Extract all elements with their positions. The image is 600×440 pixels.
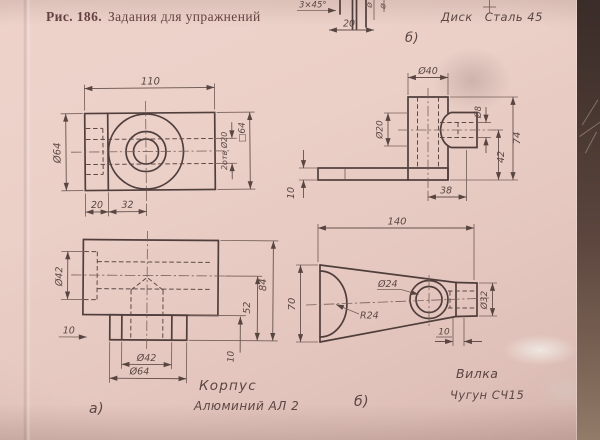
dim-d40: Ø40 [417,66,438,77]
vilka-bottom-edge [319,315,457,343]
disk-fragment-drawing: 3×45° 20 Ø Ø [297,0,496,33]
dim-line-84 [270,240,276,341]
dim-20: 20 [91,200,103,211]
vilka-letter-label: б) [354,394,370,410]
dim-d64-bottom: Ø64 [129,366,150,377]
dim-holes: 2отв Ø20 [219,132,229,170]
korpus-front-view-drawing: Ø42 10 Ø42 Ø64 84 52 10 [54,230,279,384]
page-edge-line [584,131,598,154]
hidden-bore-line [97,288,212,290]
centerline-vertical [145,101,147,205]
dim-70: 70 [287,298,298,311]
figure-title: Задания для упражнений [108,9,261,24]
dim-74: 74 [512,132,523,145]
book-edge-strip [577,0,600,440]
dim-chamfer: 3×45° [299,1,327,11]
hub-top [455,281,478,284]
hidden-slot [83,251,98,301]
korpus-material-label: Алюминий АЛ 2 [194,399,300,413]
page-edge-line [581,99,599,126]
leader-r24 [335,304,360,315]
page-edge-highlight [576,0,577,440]
dim-32: 32 [121,200,133,211]
korpus-front-foot [108,313,188,342]
centerline-horizontal [71,274,232,277]
dim-line-110 [84,84,215,92]
vilka-drawing: R24 Ø24 140 70 Ø32 10 [287,217,497,346]
korpus-top-view-drawing: 110 Ø64 20 32 2отв Ø20 □64 [51,76,256,217]
dim-d20: Ø20 [375,120,386,140]
dim-r24: R24 [360,311,379,322]
dim-10-left: 10 [63,325,75,336]
dim-10: 10 [438,328,450,338]
disk-name: Диск [441,10,473,24]
dim-d42-bottom: Ø42 [136,353,157,364]
dim-38: 38 [440,186,452,197]
dim-line-d64 [63,113,69,191]
vilka-semicircle [319,270,348,338]
bracket-base [317,167,449,181]
dim-110: 110 [141,76,160,87]
hidden-slot [85,127,104,176]
dim-d64: Ø64 [51,142,63,164]
dim-52: 52 [242,302,253,314]
dim-20: 20 [343,19,355,30]
disk-material: Сталь 45 [484,10,543,24]
vilka-name-label: Вилка [456,366,499,381]
dim-partial-dia: Ø [365,1,374,10]
korpus-letter-label: а) [89,401,105,417]
bracket-drawing: Ø40 Ø20 Ø8 74 42 38 10 [286,66,523,201]
dim-140: 140 [387,217,406,228]
figure-caption: Рис. 186. Задания для упражнений [46,9,261,25]
ext-line [188,339,278,342]
centerline-horizontal [305,297,490,306]
dim-42: 42 [496,151,507,163]
dim-d32: Ø32 [479,290,490,310]
disk-letter-label: б) [405,31,420,46]
hidden-bore-line [97,261,212,263]
dim-square64: □64 [238,122,248,142]
disk-part-label: Диск Сталь 45 [441,10,543,24]
dim-line-square [247,112,253,190]
bracket-boss [439,111,478,149]
dim-84: 84 [258,278,269,291]
dim-line-d64b [109,375,187,382]
dim-partial-dia: Ø [379,2,388,10]
dim-10: 10 [286,187,297,199]
korpus-name-label: Корпус [199,378,257,394]
vilka-top-edge [319,264,457,284]
dim-d42-side: Ø42 [54,267,65,288]
dim-d24: Ø24 [377,279,398,290]
vilka-material-label: Чугун СЧ15 [450,388,525,402]
leader-d24 [377,289,419,295]
korpus-front-outline [82,238,220,317]
figure-number: Рис. 186. [46,9,102,24]
centerline-horizontal [71,150,230,153]
centerline-vertical [146,230,148,351]
hidden-vertical-hole [130,277,164,340]
dim-10-right: 10 [227,351,237,363]
dim-d8: Ø8 [473,105,484,119]
hub-bottom [455,315,478,318]
